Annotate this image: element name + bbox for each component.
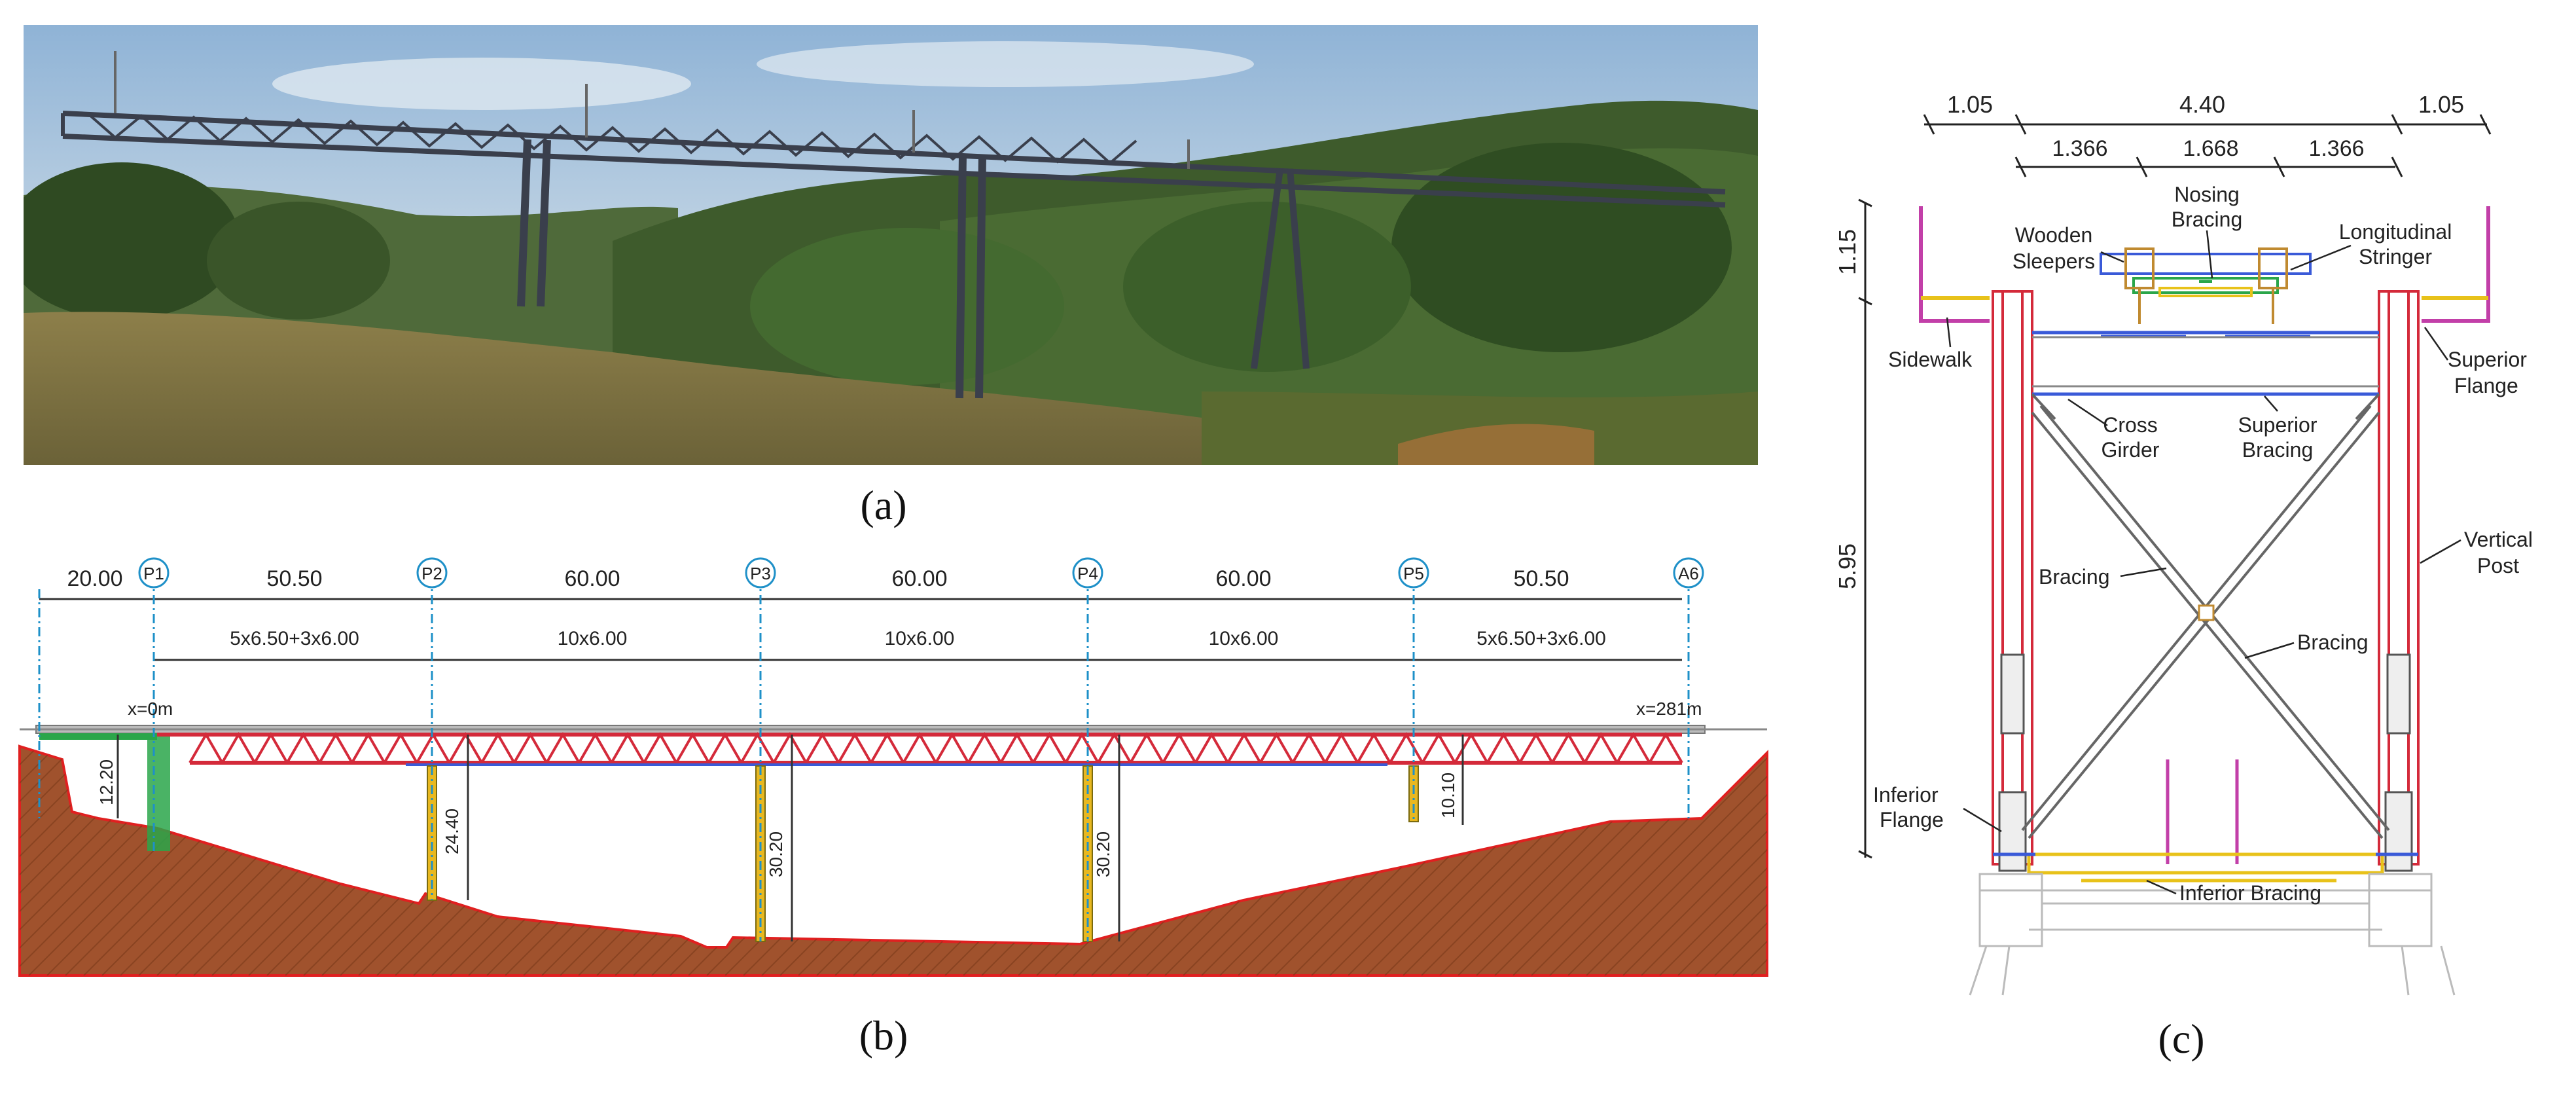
label-vertical-post: Vertical bbox=[2464, 528, 2533, 551]
elevation-panel: P1 P2 P3 P4 P5 A6 20.00 50.50 60.00 60.00 60.… bbox=[0, 543, 1780, 989]
label-sidewalk: Sidewalk bbox=[1888, 348, 1973, 371]
label-bracing-left: Bracing bbox=[2039, 565, 2110, 589]
span-label: 60.00 bbox=[564, 566, 620, 591]
cross-section-drawing: 1.05 4.40 1.05 1.366 1.668 1.366 1.15 5.… bbox=[1834, 91, 2533, 996]
label-superior-bracing: Superior bbox=[2238, 413, 2317, 437]
dim-top-right: 1.05 bbox=[2418, 91, 2464, 118]
pier-label: A6 bbox=[1678, 564, 1699, 583]
photo-panel bbox=[4, 25, 1758, 465]
x-start-label: x=0m bbox=[128, 699, 173, 719]
caption-a: (a) bbox=[860, 482, 907, 528]
pier-marker: P2 bbox=[416, 557, 448, 589]
subdivision-label: 5x6.50+3x6.00 bbox=[230, 628, 359, 649]
section-panel: 1.05 4.40 1.05 1.366 1.668 1.366 1.15 5.… bbox=[1793, 79, 2572, 1028]
subdivision-label: 10x6.00 bbox=[885, 628, 955, 649]
dim-mid-left: 1.366 bbox=[2052, 136, 2107, 161]
pier-marker: A6 bbox=[1673, 557, 1704, 589]
viaduct-photo bbox=[4, 25, 1758, 465]
label-superior-flange: Superior bbox=[2448, 348, 2527, 371]
caption-c: (c) bbox=[2158, 1015, 2205, 1062]
dim-top-left: 1.05 bbox=[1947, 91, 1993, 118]
label-cross-girder: Cross bbox=[2103, 413, 2158, 437]
dim-mid-right: 1.366 bbox=[2308, 136, 2364, 161]
dim-vertical-top: 1.15 bbox=[1834, 229, 1861, 275]
label-nosing-bracing: Nosing bbox=[2174, 183, 2240, 206]
span-label: 50.50 bbox=[266, 566, 322, 591]
span-label: 20.00 bbox=[67, 566, 122, 591]
dim-top-center: 4.40 bbox=[2179, 91, 2225, 118]
dim-mid-center: 1.668 bbox=[2183, 136, 2238, 161]
label-superior-bracing: Bracing bbox=[2242, 438, 2314, 462]
label-longitudinal-stringer: Stringer bbox=[2359, 245, 2432, 268]
label-cross-girder: Girder bbox=[2102, 438, 2160, 462]
height-label: 24.40 bbox=[442, 809, 462, 854]
subdivision-label: 10x6.00 bbox=[558, 628, 628, 649]
truss-diagonals bbox=[188, 731, 1683, 763]
pier-marker: P5 bbox=[1398, 557, 1429, 589]
pier-marker: P4 bbox=[1072, 557, 1103, 589]
pier-label: P4 bbox=[1077, 564, 1098, 583]
span-label: 60.00 bbox=[1215, 566, 1271, 591]
label-vertical-post: Post bbox=[2477, 554, 2519, 577]
pier-label: P1 bbox=[143, 564, 164, 583]
ground-profile bbox=[18, 744, 1768, 977]
pier-marker: P1 bbox=[138, 557, 170, 589]
label-nosing-bracing: Bracing bbox=[2172, 208, 2243, 231]
label-inferior-flange: Inferior bbox=[1873, 783, 1939, 807]
caption-b: (b) bbox=[859, 1012, 908, 1059]
pier-label: P5 bbox=[1403, 564, 1424, 583]
height-label: 12.20 bbox=[96, 759, 116, 805]
label-longitudinal-stringer: Longitudinal bbox=[2339, 220, 2452, 244]
pier-marker: P3 bbox=[745, 557, 776, 589]
height-label: 30.20 bbox=[1093, 831, 1113, 877]
label-inferior-bracing: Inferior Bracing bbox=[2179, 881, 2321, 905]
label-superior-flange: Flange bbox=[2454, 374, 2518, 397]
label-inferior-flange: Flange bbox=[1880, 808, 1944, 831]
pier-label: P3 bbox=[750, 564, 771, 583]
elevation-drawing: P1 P2 P3 P4 P5 A6 20.00 50.50 60.00 60.00 60.… bbox=[18, 557, 1768, 977]
pier-label: P2 bbox=[421, 564, 442, 583]
label-bracing-right: Bracing bbox=[2297, 630, 2369, 654]
subdivision-label: 5x6.50+3x6.00 bbox=[1476, 628, 1606, 649]
label-wooden-sleepers: Sleepers bbox=[2012, 249, 2095, 273]
span-label: 60.00 bbox=[891, 566, 947, 591]
dim-vertical-main: 5.95 bbox=[1834, 543, 1861, 589]
height-label: 30.20 bbox=[766, 831, 786, 877]
label-wooden-sleepers: Wooden bbox=[2015, 223, 2093, 247]
span-label: 50.50 bbox=[1513, 566, 1569, 591]
height-label: 10.10 bbox=[1438, 773, 1458, 818]
subdivision-label: 10x6.00 bbox=[1209, 628, 1279, 649]
x-end-label: x=281m bbox=[1636, 699, 1702, 719]
